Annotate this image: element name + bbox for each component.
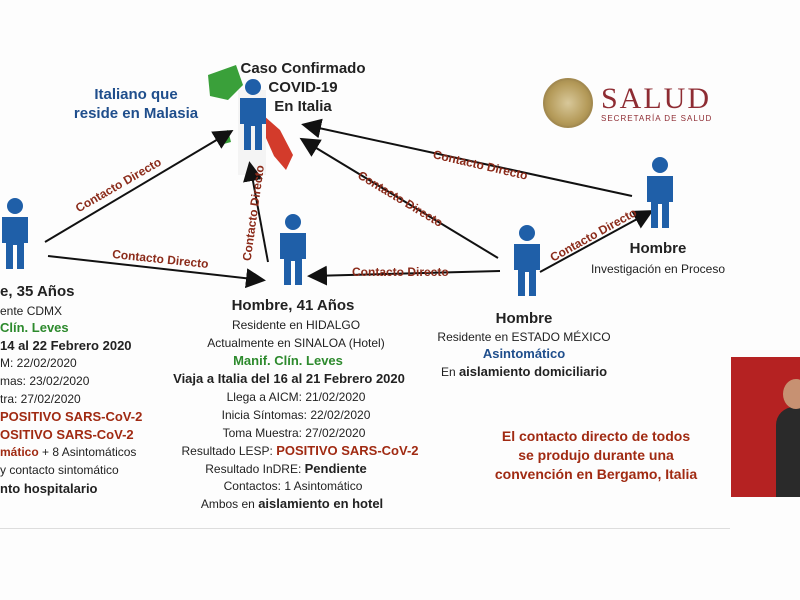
left-case-line-5: mas: 23/02/2020 [0, 374, 90, 388]
middle-case-indre-value: Pendiente [304, 461, 367, 476]
arrow-middle-to-italy [243, 161, 269, 263]
mexico-seal-icon [543, 78, 593, 128]
middle-case-resident: Residente en HIDALGO [231, 318, 361, 332]
left-case-line-4: M: 22/02/2020 [0, 356, 77, 370]
arrow-right-to-middle [307, 265, 501, 286]
left-case-line-8: OSITIVO SARS-CoV-2 [0, 427, 134, 442]
far-right-case-title: Hombre [629, 240, 687, 257]
left-case-asymptomatic-count: + 8 Asintomáticos [38, 445, 137, 459]
left-case-asymptomatic: mático [0, 445, 39, 459]
middle-case-current: Actualmente en SINALOA (Hotel) [207, 336, 385, 350]
left-case-line-2: Clín. Leves [0, 320, 69, 335]
middle-case-isolation-value: aislamiento en hotel [258, 496, 384, 511]
right-case-isolation-value: aislamiento domiciliario [458, 364, 608, 379]
left-case-line-9: mático + 8 Asintomáticos [0, 445, 136, 459]
interpreter-head [783, 379, 800, 409]
note-line-1: El contacto directo de todos [501, 428, 691, 444]
salud-logo: SALUD SECRETARÍA DE SALUD [543, 78, 712, 128]
middle-case-travel: Viaja a Italia del 16 al 21 Febrero 2020 [173, 371, 405, 386]
center-title-line-2: COVID-19 [268, 79, 338, 96]
bottom-divider [0, 528, 730, 529]
logo-main-text: SALUD [601, 81, 712, 115]
person-icon-left [2, 198, 28, 269]
middle-case-indre: Resultado InDRE: Pendiente [205, 461, 367, 476]
left-case-line-10: y contacto sintomático [0, 463, 119, 477]
middle-case-onset: Inicia Síntomas: 22/02/2020 [221, 408, 371, 422]
far-right-case-status: Investigación en Proceso [590, 262, 726, 276]
middle-case-contacts: Contactos: 1 Asintomático [223, 479, 363, 493]
right-case-resident: Residente en ESTADO MÉXICO [437, 330, 611, 344]
middle-case-sample: Toma Muestra: 27/02/2020 [222, 426, 366, 440]
center-title-line-1: Caso Confirmado [240, 60, 366, 77]
middle-case-title: Hombre, 41 Años [231, 297, 355, 314]
middle-case-indre-label: Resultado InDRE: [205, 462, 305, 476]
arrow-left-to-italy [44, 129, 234, 243]
arrow-farright-to-italy [301, 118, 633, 197]
arrow-right-to-farright [539, 210, 654, 273]
note-line-2: se produjo durante una [518, 447, 674, 463]
middle-case-lesp: Resultado LESP: POSITIVO SARS-CoV-2 [181, 443, 418, 458]
left-case-line-1: ente CDMX [0, 304, 63, 318]
left-case-title: e, 35 Años [0, 283, 75, 300]
right-case-isolation: En aislamiento domiciliario [441, 364, 607, 379]
middle-case-isolation: Ambos en aislamiento en hotel [201, 496, 383, 511]
left-case-line-3: 14 al 22 Febrero 2020 [0, 338, 132, 353]
person-icon-middle [280, 214, 306, 285]
person-icon-italy [240, 79, 266, 150]
left-case-line-7: POSITIVO SARS-CoV-2 [0, 409, 143, 424]
center-title-line-3: En Italia [274, 98, 332, 115]
malaysia-label-line-2: reside en Malasia [73, 105, 199, 122]
left-case-line-6: tra: 27/02/2020 [0, 392, 81, 406]
person-icon-right [514, 225, 540, 296]
malaysia-label-line-1: Italiano que [94, 86, 178, 103]
left-case-line-11: nto hospitalario [0, 481, 98, 496]
middle-case-lesp-value: POSITIVO SARS-CoV-2 [276, 443, 419, 458]
logo-sub-text: SECRETARÍA DE SALUD [601, 113, 713, 123]
arrow-right-to-italy [299, 137, 499, 259]
right-case-title: Hombre [495, 310, 553, 327]
middle-case-lesp-label: Resultado LESP: [181, 444, 277, 458]
middle-case-symptoms: Manif. Clín. Leves [233, 353, 343, 368]
middle-case-isolation-prefix: Ambos en [200, 497, 259, 511]
video-panel [731, 357, 800, 497]
right-case-isolation-prefix: En [440, 365, 459, 379]
person-icon-far-right [647, 157, 673, 228]
note-line-3: convención en Bergamo, Italia [494, 466, 698, 482]
arrow-left-middle [47, 255, 266, 289]
interpreter-figure [776, 407, 800, 497]
edge-label-right-middle: Contacto Directo [352, 265, 449, 279]
middle-case-arrival: Llega a AICM: 21/02/2020 [226, 390, 366, 404]
right-case-status: Asintomático [482, 346, 566, 361]
